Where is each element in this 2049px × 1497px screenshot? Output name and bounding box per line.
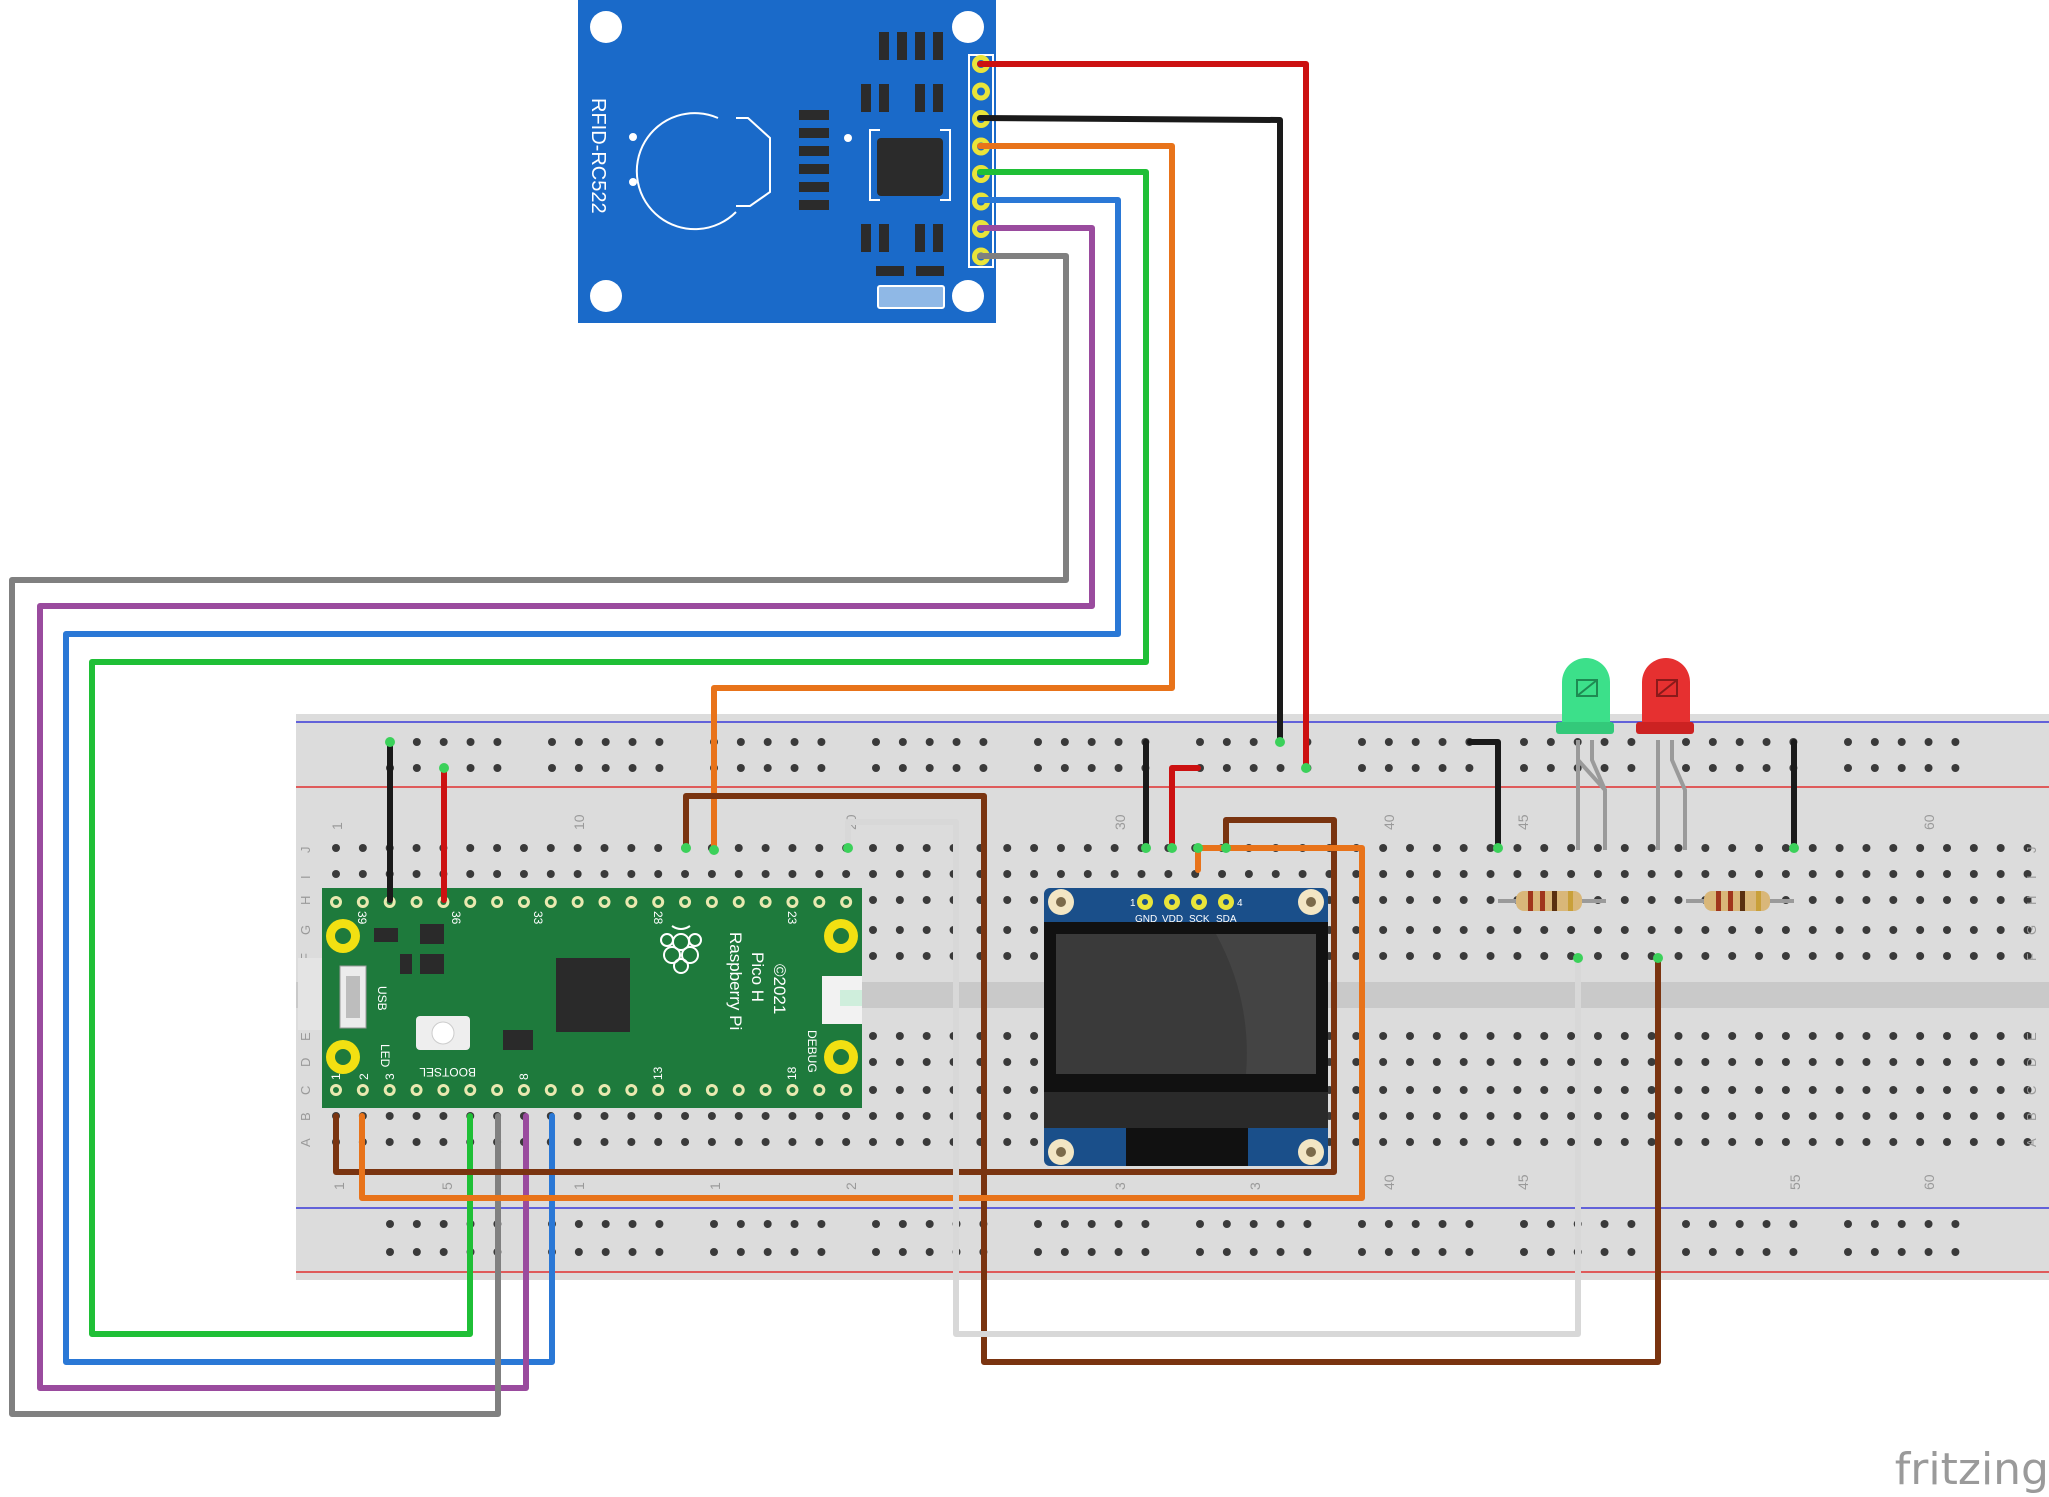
pico-pin-number: 3 [383,1073,397,1080]
bb-col-label: 40 [1381,814,1397,830]
pico-pin-number: 28 [651,911,665,925]
bb-col-label: 1 [329,822,345,830]
bb-col-label: 5 [439,1182,455,1190]
fritzing-watermark: fritzing [1895,1444,2049,1495]
pico-pin-number: 36 [449,911,463,925]
bb-col-label: 1 [707,1182,723,1190]
bb-col-label: 45 [1515,1174,1531,1190]
wire-red-rfid-vcc [977,61,1309,771]
pico-board: Raspberry Pi Pico H ©2021 USB LED BOOTSE… [298,888,862,1108]
bb-row-label: C [2024,1086,2039,1095]
wire-green-rfid [89,169,1149,1337]
pico-usb-label: USB [375,986,389,1011]
bb-row-label: E [298,1032,313,1041]
pico-pin-number: 33 [531,911,545,925]
bb-row-label: D [2024,1058,2039,1067]
bb-col-label: 1 [331,1182,347,1190]
bb-col-label: 3 [1112,1182,1128,1190]
wire-orange-rfid [711,143,1175,853]
wires [9,61,1797,1417]
green-led [1556,658,1614,850]
wire-black-rfid-gnd [977,115,1283,745]
pico-pin-number: 39 [355,911,369,925]
wire-gray-rfid [9,253,1069,1417]
pico-bootsel-label: BOOTSEL [419,1065,476,1079]
bb-row-label: D [298,1058,313,1067]
rfid-module: RFID-RC522 [578,0,996,323]
oled-display: 1 4 GND VDD SCK SDA [1044,888,1328,1166]
bb-col-label: 1 [571,1182,587,1190]
wire-purple-rfid [37,225,1095,1391]
pico-model: Pico H [748,952,767,1002]
pico-pin-number: 23 [785,911,799,925]
pico-debug-label: DEBUG [805,1030,819,1073]
pico-year: ©2021 [770,964,789,1014]
wire-brown-oled-sda [333,817,1337,1175]
wire-white-led [845,819,1581,1337]
oled-pin-label: SCK [1189,914,1210,925]
pico-brand: Raspberry Pi [726,932,745,1030]
bb-col-label: 55 [1787,1174,1803,1190]
bb-col-label: 40 [1381,1174,1397,1190]
bb-col-label: 3 [1247,1182,1263,1190]
bb-col-label: 30 [1112,814,1128,830]
bb-col-label: 45 [1515,814,1531,830]
pico-pin-number: 2 [357,1073,371,1080]
rfid-label: RFID-RC522 [587,98,609,214]
oled-pin-label: 4 [1237,898,1243,909]
bb-row-label: F [2024,953,2039,961]
oled-pin-label: SDA [1216,914,1237,925]
raspberry-logo-icon [660,925,702,974]
bb-col-label: 60 [1921,1174,1937,1190]
wire-red-oled-vcc [1169,765,1201,851]
bb-row-label: B [2024,1112,2039,1121]
bb-col-label: 2 [843,1182,859,1190]
bb-row-label: B [298,1112,313,1121]
red-led [1636,658,1694,850]
bb-row-label: G [298,925,313,935]
pico-pin-number: 1 [329,1073,343,1080]
bb-row-label: C [298,1086,313,1095]
resistor-1 [1498,891,1606,911]
bb-row-label: H [298,896,313,905]
wire-blue-rfid [63,197,1121,1365]
bb-row-label: A [2024,1138,2039,1147]
pico-led-label: LED [378,1044,392,1068]
wire-black-led-gnd-1 [1467,739,1501,851]
resistor-2 [1686,891,1794,911]
bb-row-label: I [298,875,313,879]
pico-pin-number: 18 [785,1066,799,1080]
bb-row-label: E [2024,1032,2039,1041]
oled-pin-label: GND [1135,914,1157,925]
bb-row-label: H [2024,896,2039,905]
bb-row-label: I [2024,875,2039,879]
bb-row-label: A [298,1138,313,1147]
oled-pin-label: VDD [1162,914,1183,925]
bb-row-label: F [298,953,313,961]
bb-row-label: J [2024,847,2039,854]
bb-col-label: 10 [571,814,587,830]
bb-col-label: 60 [1921,814,1937,830]
bb-row-label: G [2024,925,2039,935]
wire-brown-oled-sck [683,793,1661,1365]
bb-row-label: J [298,847,313,854]
pico-pin-number: 8 [517,1073,531,1080]
pico-pin-number: 13 [651,1066,665,1080]
oled-pin-label: 1 [1130,898,1136,909]
